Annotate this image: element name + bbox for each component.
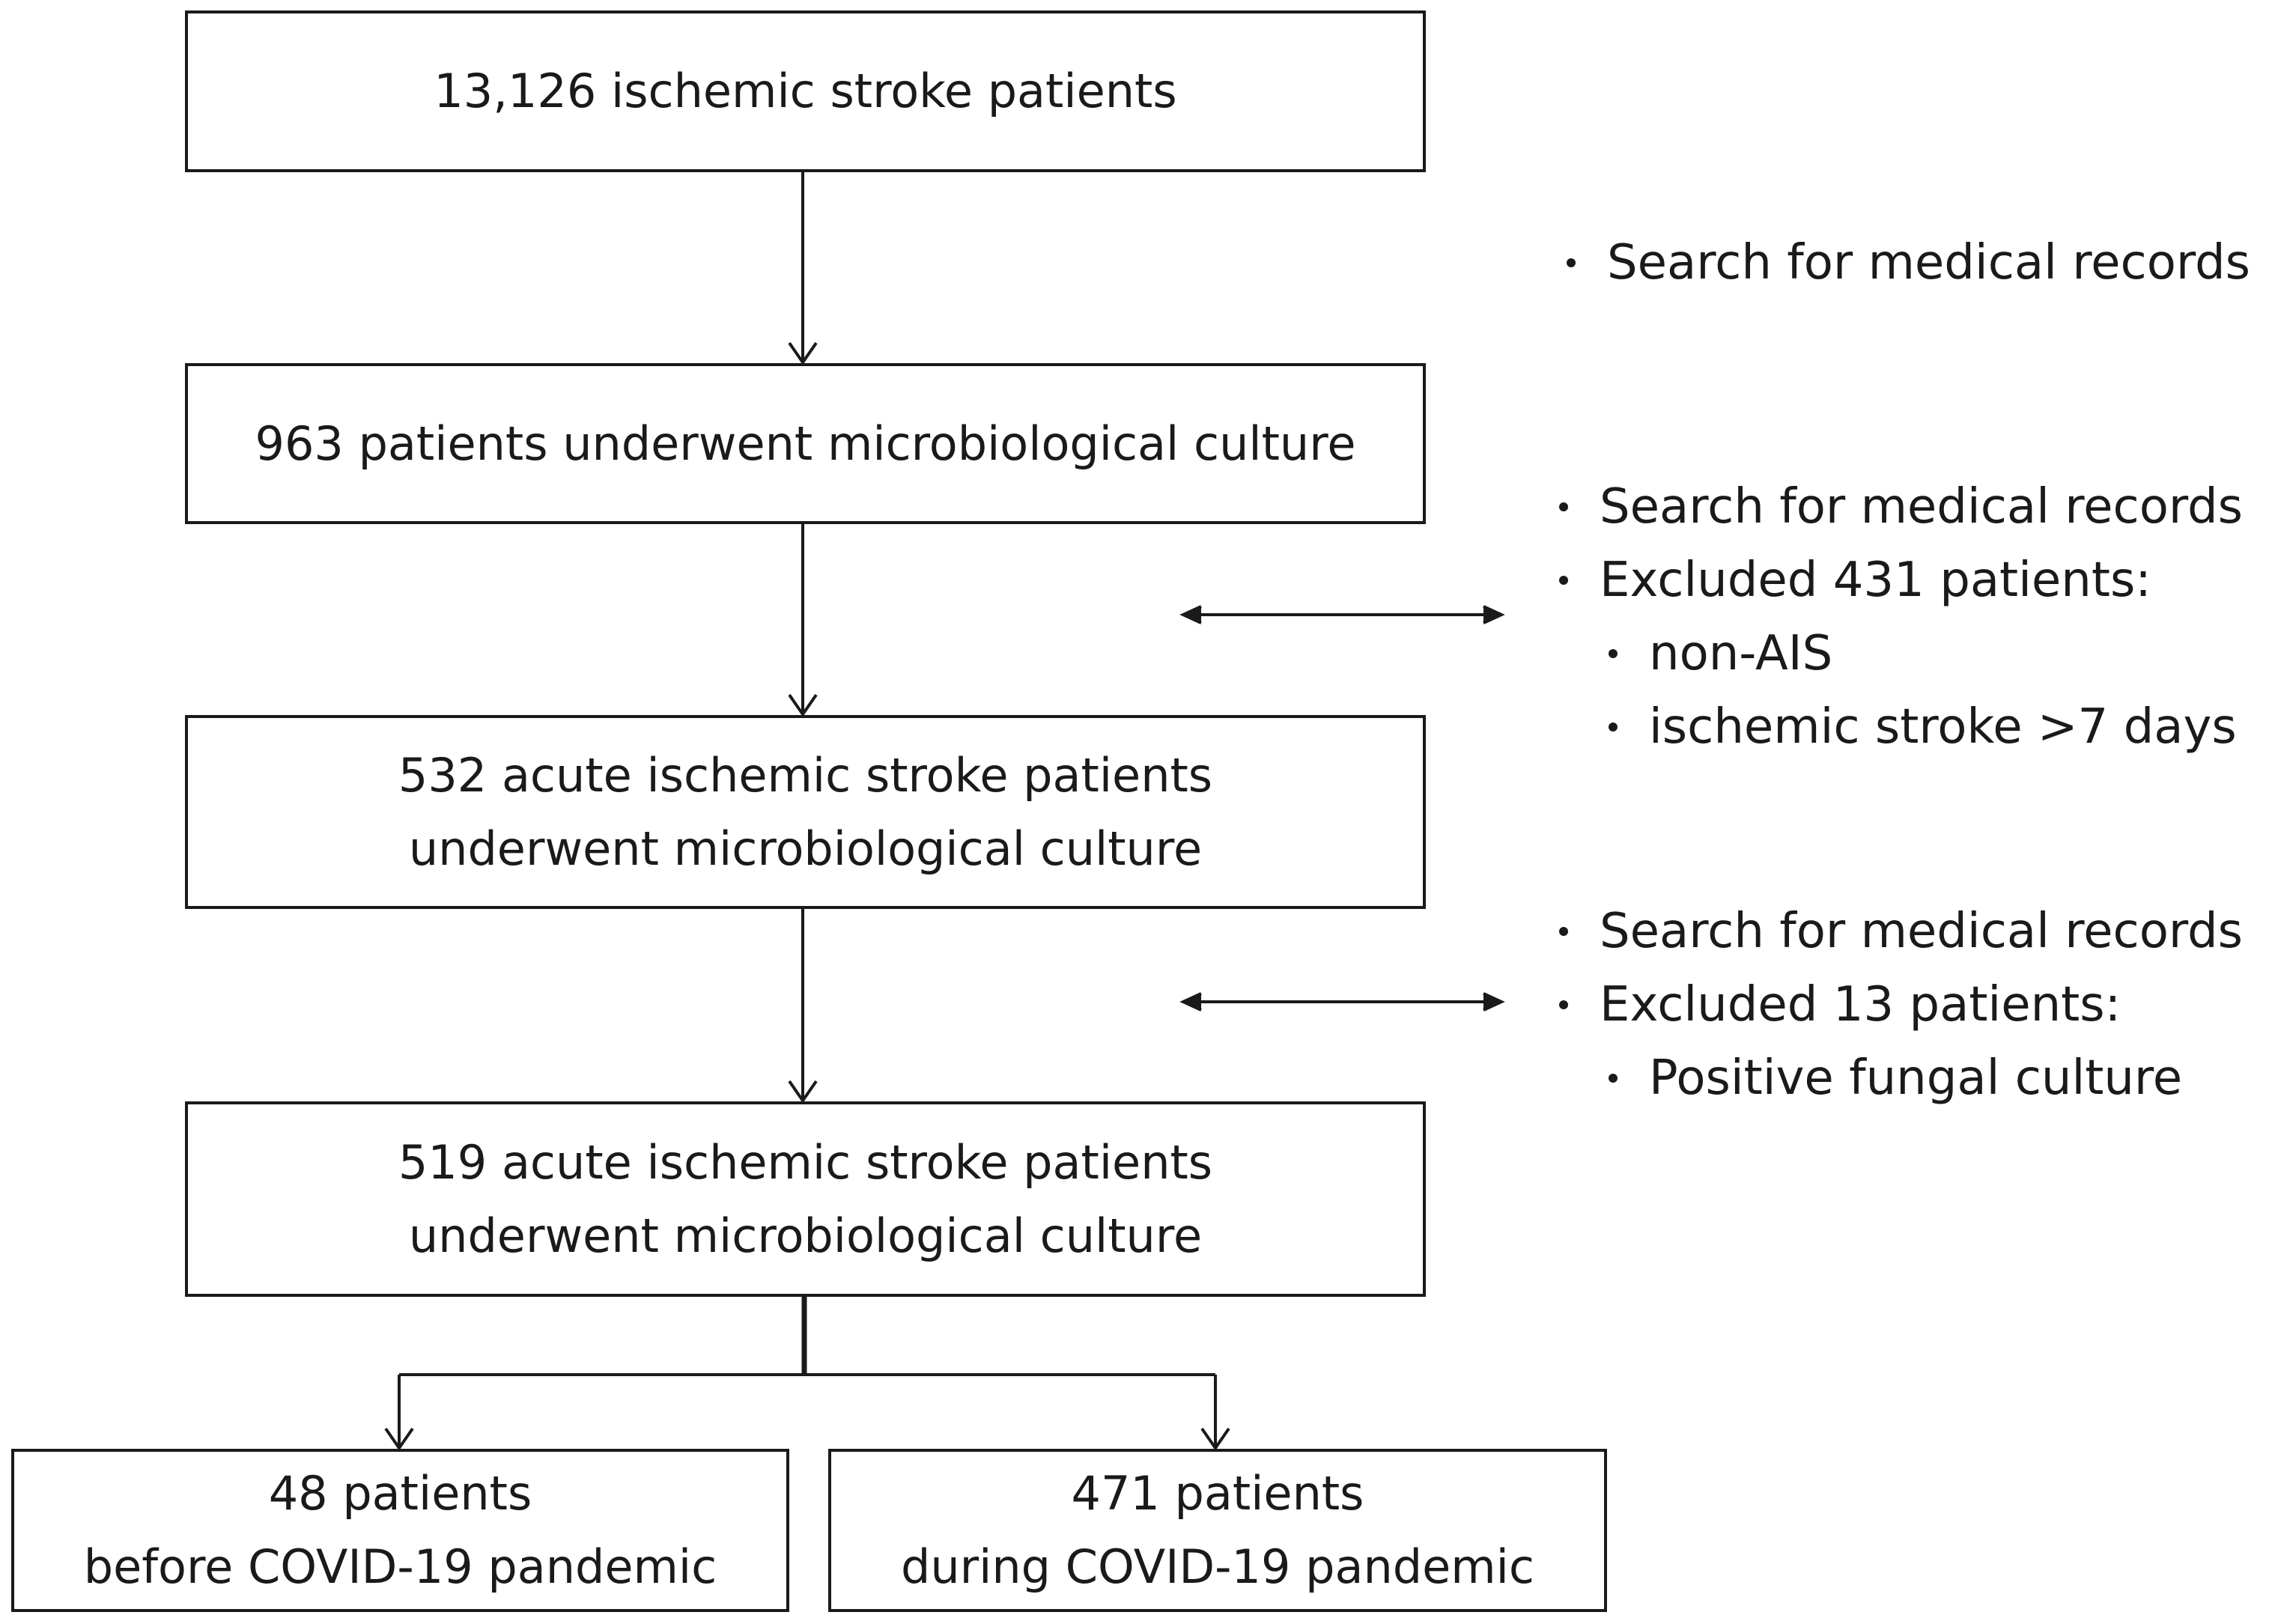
box-during-line-1: 471 patients (1071, 1466, 1364, 1521)
box-acute-532-line-2: underwent microbiological culture (408, 821, 1203, 876)
double-arrow-1-right-head (1483, 605, 1505, 624)
note-3-item-1-text: Search for medical records (1600, 904, 2243, 959)
note-2-subitem-1: non-AIS (1559, 617, 2243, 690)
box-microbiological-culture: 963 patients underwent microbiological c… (185, 363, 1426, 524)
box-during-line-2: during COVID-19 pandemic (901, 1539, 1534, 1594)
box-before-line-2: before COVID-19 pandemic (83, 1539, 717, 1594)
arrowhead-to-before (384, 1427, 414, 1451)
double-arrow-2-right-head (1483, 992, 1505, 1012)
bullet-icon (1609, 1074, 1618, 1083)
bullet-icon (1559, 927, 1568, 936)
box-total-line-1: 13,126 ischemic stroke patients (434, 64, 1177, 118)
arrowhead-to-during (1200, 1427, 1230, 1451)
double-arrow-1-left-head (1179, 605, 1202, 624)
box-before-covid: 48 patients before COVID-19 pandemic (11, 1449, 789, 1612)
note-3-item-2: Excluded 13 patients: (1559, 968, 2243, 1041)
note-exclusion-13: Search for medical records Excluded 13 p… (1559, 895, 2243, 1115)
box-culture-line-1: 963 patients underwent microbiological c… (255, 416, 1356, 471)
note-exclusion-431: Search for medical records Excluded 431 … (1559, 470, 2243, 764)
note-2-subitem-2-text: ischemic stroke >7 days (1649, 699, 2237, 755)
note-3-subitem-1-text: Positive fungal culture (1649, 1050, 2183, 1106)
arrowhead-1-to-2 (788, 341, 818, 365)
bullet-icon (1559, 576, 1568, 585)
note-2-item-1-text: Search for medical records (1600, 479, 2243, 535)
note-2-item-2: Excluded 431 patients: (1559, 544, 2243, 617)
box-acute-519-line-1: 519 acute ischemic stroke patients (398, 1134, 1213, 1190)
arrowhead-3-to-4 (788, 1080, 818, 1104)
box-total-ischemic-stroke: 13,126 ischemic stroke patients (185, 10, 1426, 172)
bullet-icon (1559, 502, 1568, 511)
note-1-item-1: Search for medical records (1567, 226, 2250, 299)
note-3-item-2-text: Excluded 13 patients: (1600, 977, 2121, 1033)
note-2-subitem-2: ischemic stroke >7 days (1559, 690, 2243, 764)
box-during-covid: 471 patients during COVID-19 pandemic (828, 1449, 1607, 1612)
arrowhead-2-to-3 (788, 693, 818, 717)
note-search-1: Search for medical records (1567, 226, 2250, 299)
box-acute-532: 532 acute ischemic stroke patients under… (185, 715, 1426, 909)
note-3-item-1: Search for medical records (1559, 895, 2243, 968)
box-acute-519: 519 acute ischemic stroke patients under… (185, 1101, 1426, 1297)
bullet-icon (1609, 649, 1618, 658)
box-before-line-1: 48 patients (268, 1466, 532, 1521)
note-2-item-2-text: Excluded 431 patients: (1600, 553, 2151, 608)
note-2-item-1: Search for medical records (1559, 470, 2243, 544)
box-acute-519-line-2: underwent microbiological culture (408, 1208, 1203, 1263)
bullet-icon (1567, 258, 1576, 267)
bullet-icon (1559, 1000, 1568, 1009)
note-1-item-1-text: Search for medical records (1607, 235, 2250, 291)
double-arrow-2-left-head (1179, 992, 1202, 1012)
note-3-subitem-1: Positive fungal culture (1559, 1041, 2243, 1115)
box-acute-532-line-1: 532 acute ischemic stroke patients (398, 747, 1213, 803)
note-2-subitem-1-text: non-AIS (1649, 626, 1833, 681)
bullet-icon (1609, 723, 1618, 732)
